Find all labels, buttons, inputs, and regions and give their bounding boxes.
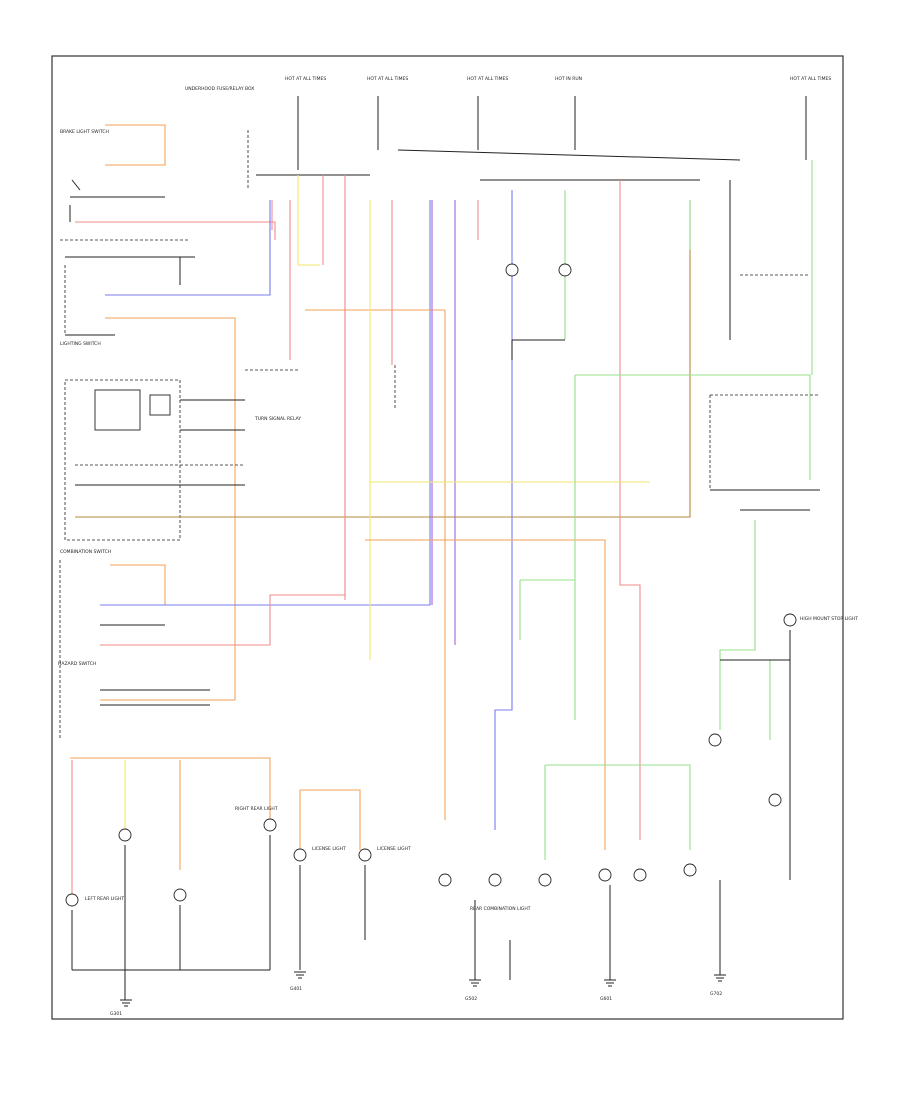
bottom-left-lamps: LEFT REAR LIGHT RIGHT REAR LIGHT <box>65 757 278 1000</box>
lighting-switch-label: LIGHTING SWITCH <box>60 341 101 347</box>
rear-combination-label: REAR COMBINATION LIGHT <box>470 906 531 912</box>
vertical-wires <box>271 160 813 860</box>
brake-switch-area: BRAKE LIGHT SWITCH <box>60 124 276 285</box>
right-rear-label: RIGHT REAR LIGHT <box>235 806 278 812</box>
right-components: HIGH MOUNT STOP LIGHT <box>708 180 858 880</box>
hot-label-3: HOT AT ALL TIMES <box>467 76 508 82</box>
fuse-feed-lines <box>247 96 807 190</box>
hot-label-2: HOT AT ALL TIMES <box>367 76 408 82</box>
hot-label-5: HOT AT ALL TIMES <box>790 76 831 82</box>
combination-switch-area: COMBINATION SWITCH HAZARD SWITCH <box>58 200 431 740</box>
fuse-box-label: UNDERHOOD FUSE/RELAY BOX <box>185 86 254 92</box>
diagram-frame <box>51 55 844 1020</box>
left-rear-label: LEFT REAR LIGHT <box>85 896 124 902</box>
hot-label-1: HOT AT ALL TIMES <box>285 76 326 82</box>
top-power-labels: HOT AT ALL TIMES HOT AT ALL TIMES HOT AT… <box>185 76 831 92</box>
lighting-switch-box: LIGHTING SWITCH <box>60 200 271 701</box>
turn-relay-box: TURN SIGNAL RELAY <box>64 200 691 541</box>
center-lamps <box>245 263 572 410</box>
ground-1-label: G301 <box>110 1011 122 1017</box>
license-light-l-label: LICENSE LIGHT <box>312 846 346 852</box>
brake-switch-label: BRAKE LIGHT SWITCH <box>60 129 109 135</box>
hazard-switch-label: HAZARD SWITCH <box>58 661 96 667</box>
ground-symbols: G301 G401 G502 G601 G702 <box>110 971 726 1017</box>
hot-label-4: HOT IN RUN <box>555 76 582 82</box>
license-lights: LICENSE LIGHT LICENSE LIGHT <box>293 789 411 970</box>
high-mount-label: HIGH MOUNT STOP LIGHT <box>800 616 858 622</box>
ground-4-label: G601 <box>600 996 612 1002</box>
ground-2-label: G401 <box>290 986 302 992</box>
license-light-r-label: LICENSE LIGHT <box>377 846 411 852</box>
combination-switch-label: COMBINATION SWITCH <box>60 549 111 555</box>
ground-5-label: G702 <box>710 991 722 997</box>
turn-signal-relay-label: TURN SIGNAL RELAY <box>254 416 301 422</box>
ground-3-label: G502 <box>465 996 477 1002</box>
rear-combination: REAR COMBINATION LIGHT <box>438 863 721 980</box>
